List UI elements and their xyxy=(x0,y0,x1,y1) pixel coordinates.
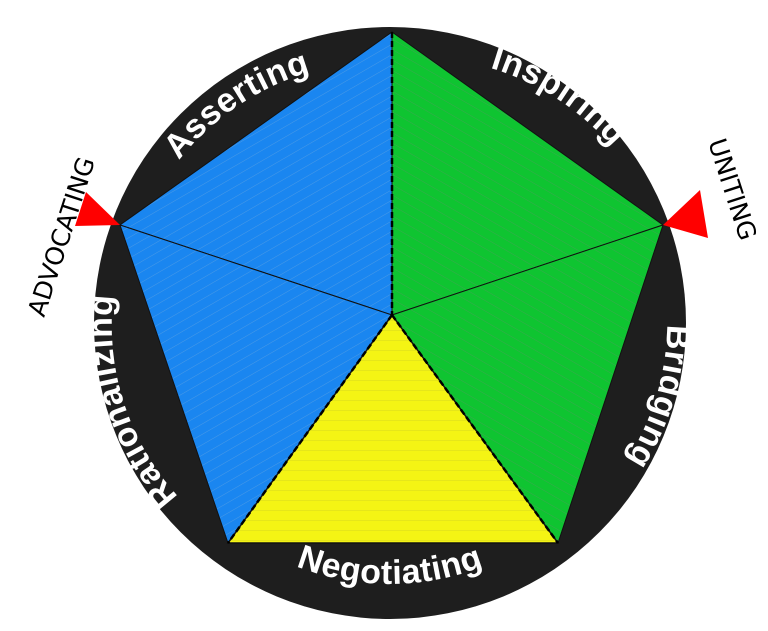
divider-left-diag xyxy=(226,314,394,544)
uniting-arrow-icon xyxy=(663,190,708,238)
uniting-label: UNITING xyxy=(702,135,762,244)
divider-right-diag xyxy=(390,314,560,544)
advocating-arrow-icon xyxy=(75,192,120,226)
